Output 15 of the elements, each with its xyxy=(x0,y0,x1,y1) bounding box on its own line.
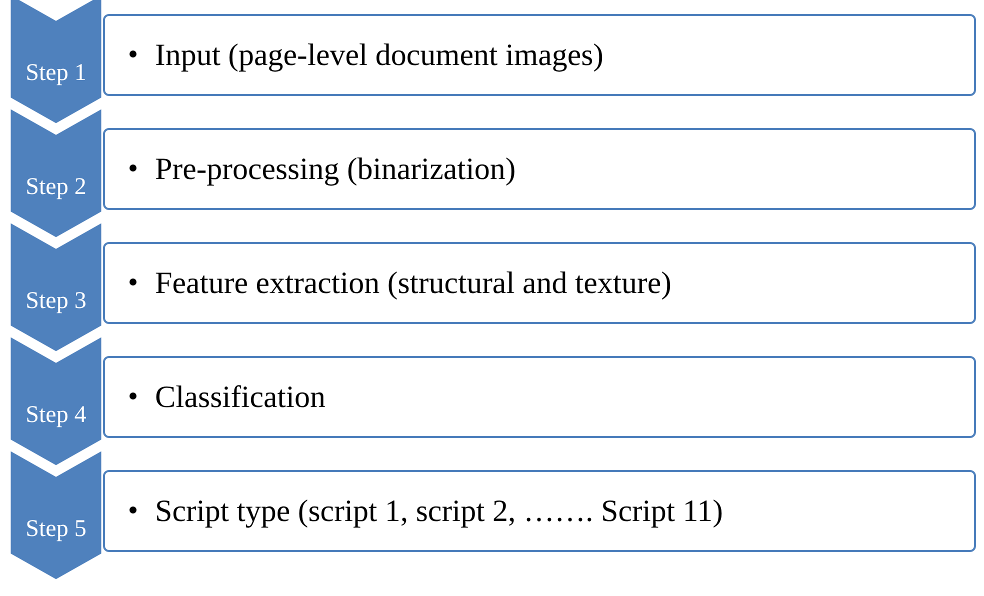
step-description: Feature extraction (structural and texture) xyxy=(155,264,672,302)
step-description: Pre-processing (binarization) xyxy=(155,150,516,188)
step-box xyxy=(103,470,976,552)
step-label: Step 2 xyxy=(24,173,88,202)
step-description: Script type (script 1, script 2, ……. Script 11) xyxy=(155,492,723,530)
step-label: Step 3 xyxy=(24,287,88,316)
step-label: Step 4 xyxy=(24,401,88,430)
step-label: Step 5 xyxy=(24,515,88,544)
step-box xyxy=(103,14,976,96)
step-box xyxy=(103,242,976,324)
step-description: Input (page-level document images) xyxy=(155,36,604,74)
step-description: Classification xyxy=(155,378,326,416)
step-label: Step 1 xyxy=(24,59,88,88)
step-box xyxy=(103,356,976,438)
step-box xyxy=(103,128,976,210)
